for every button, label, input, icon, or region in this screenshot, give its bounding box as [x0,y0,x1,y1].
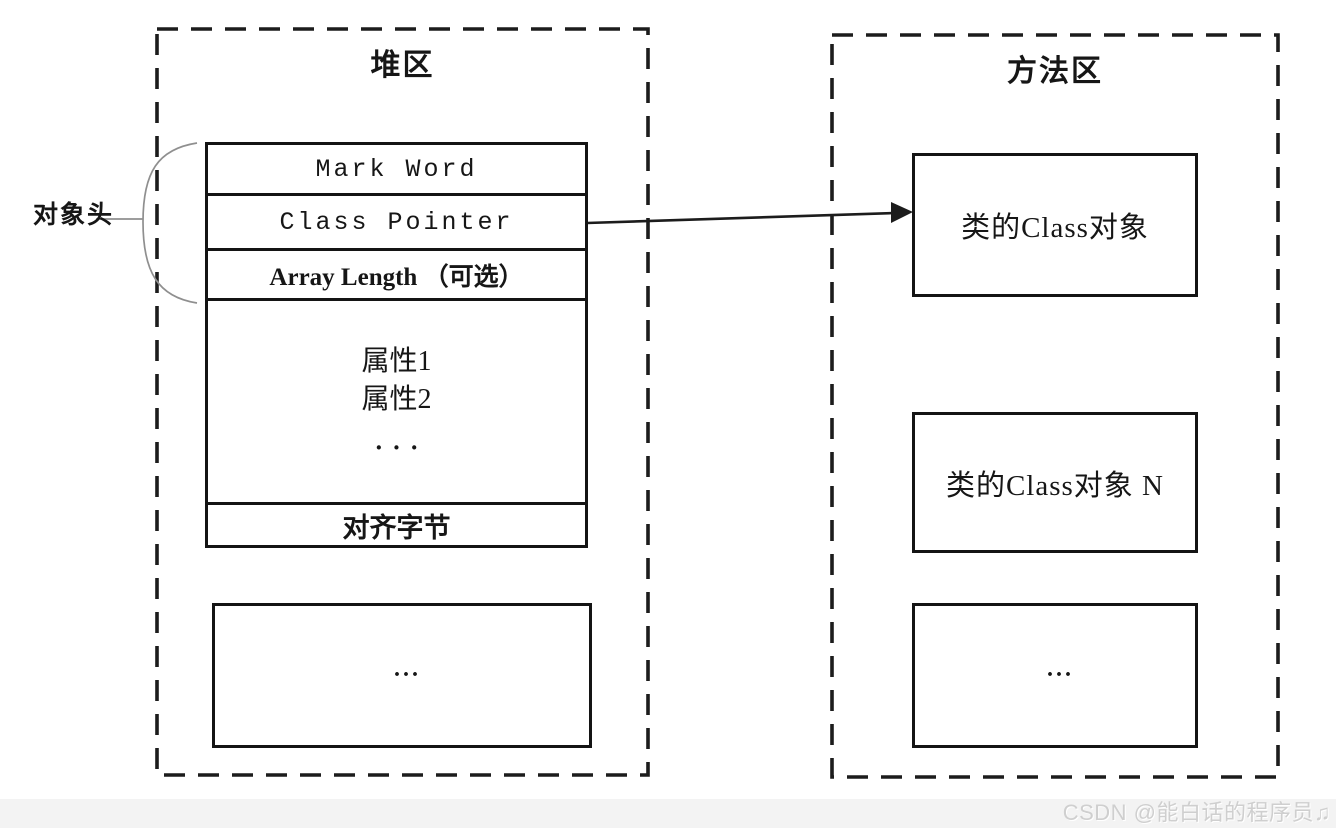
object-header-label: 对象头 [33,202,115,229]
field-1-label: 属性1 [361,346,432,377]
field-2-label: 属性2 [361,384,432,415]
method-area-more-box: ··· [912,603,1198,748]
class-pointer-row: Class Pointer [208,193,585,248]
csdn-watermark: CSDN @能白话的程序员♫ [1062,800,1331,825]
mark-word-row: Mark Word [315,154,478,184]
heap-region-title: 堆区 [370,49,435,82]
method-area-title: 方法区 [1007,55,1103,88]
heap-more-objects-box: ··· [212,603,592,748]
object-header-brace [142,142,198,304]
footer-band [0,799,1336,828]
array-length-row: Array Length （可选） [208,248,585,298]
fields-ellipsis: ··· [374,433,428,462]
object-layout-box: Mark Word Class Pointer Array Length （可选… [205,142,588,548]
class-object-box: 类的Class对象 [912,153,1198,297]
padding-bytes-row: 对齐字节 [208,502,585,545]
class-object-n-box: 类的Class对象 N [912,412,1198,553]
class-pointer-arrow [586,202,913,225]
instance-fields-row: 属性1 属性2 ··· [208,298,585,502]
